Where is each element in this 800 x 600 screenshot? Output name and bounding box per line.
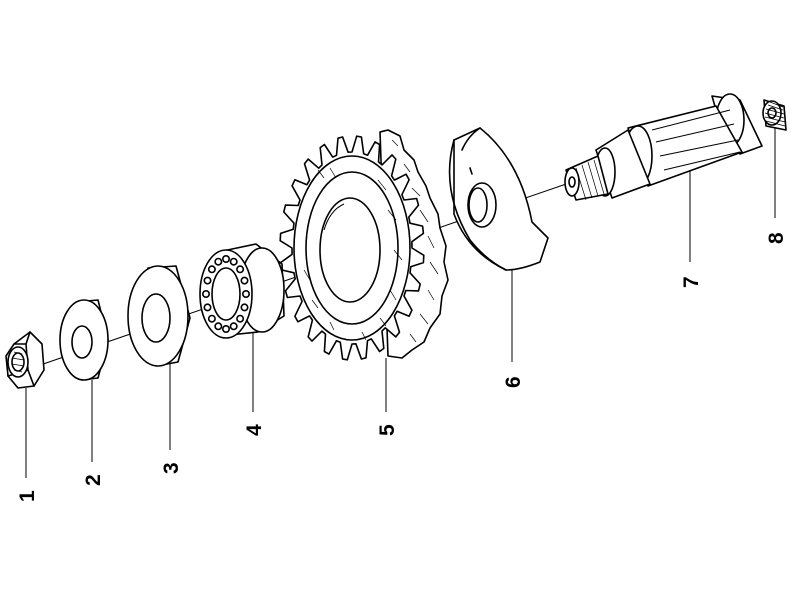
bearing-ball: [207, 314, 216, 323]
bearing-ball: [202, 289, 211, 298]
bearing-ball: [240, 303, 249, 312]
callout-8: 8: [765, 232, 788, 244]
part-1-hex-nut: [5, 331, 45, 389]
bearing-ball: [214, 257, 223, 266]
bearing-ball: [229, 257, 238, 266]
callout-4: 4: [243, 424, 266, 436]
part-7-shaft: [564, 93, 763, 201]
callout-2: 2: [82, 474, 105, 486]
part-5-spur-gear: [279, 129, 449, 361]
callout-6: 6: [502, 376, 525, 388]
leader-lines: [25, 128, 776, 478]
bearing-ball: [240, 276, 249, 285]
bearing-ball: [222, 324, 231, 333]
part-6-cam-plate: [448, 127, 549, 271]
bearing-ball: [242, 289, 251, 298]
bearing-ball: [236, 314, 245, 323]
part-3-large-washer: [127, 265, 191, 367]
bearing-balls: [202, 255, 251, 333]
bearing-ball: [203, 276, 212, 285]
part-8-threaded-plug: [762, 99, 787, 131]
callout-3: 3: [160, 462, 183, 474]
bearing-ball: [207, 265, 216, 274]
part-4-ball-bearing: [199, 243, 285, 339]
bearing-ball: [214, 322, 223, 331]
bearing-ball: [229, 322, 238, 331]
callout-5: 5: [376, 424, 399, 436]
callout-1: 1: [16, 490, 39, 502]
callout-7: 7: [680, 276, 703, 288]
bearing-ball: [236, 265, 245, 274]
callout-labels: 1 2 3 4 5 6 7 8: [16, 232, 788, 502]
bearing-ball: [203, 303, 212, 312]
part-2-small-washer: [59, 299, 109, 381]
bearing-ball: [222, 255, 231, 264]
